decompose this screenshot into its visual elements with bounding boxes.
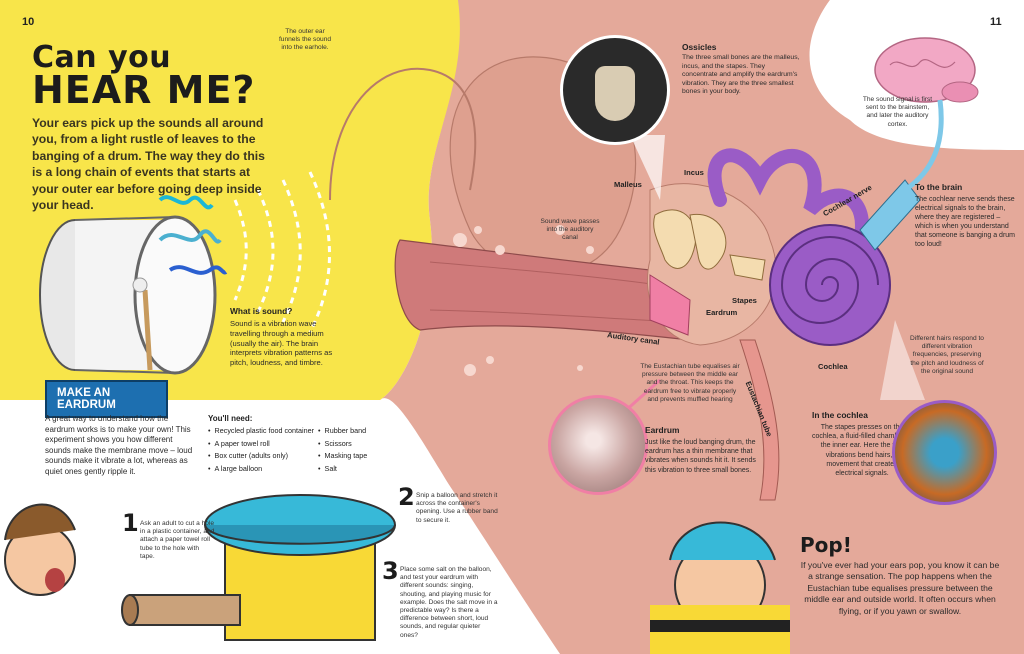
label-eardrum: Eardrum: [706, 308, 738, 317]
sound-wave-callout: Sound wave passes into the auditory cana…: [540, 218, 600, 242]
experiment-intro: A great way to understand how the eardru…: [45, 414, 193, 476]
ingredient-item: Masking tape: [318, 450, 378, 463]
ingredient-item: Box cutter (adults only): [208, 450, 318, 463]
label-malleus: Malleus: [614, 180, 642, 189]
what-is-sound-heading: What is sound?: [230, 306, 293, 316]
page-number-right: 11: [990, 16, 1002, 28]
cochlea-spiral: [769, 224, 891, 346]
outer-ear-callout: The outer ear funnels the sound into the…: [278, 28, 332, 52]
page-title-line2: HEAR ME?: [32, 68, 256, 112]
ossicles-heading: Ossicles: [682, 42, 717, 52]
ingredient-item: A paper towel roll: [208, 438, 318, 451]
ingredient-item: Salt: [318, 463, 378, 476]
ingredient-item: A large balloon: [208, 463, 318, 476]
eardrum-body: Just like the loud banging drum, the ear…: [645, 439, 756, 474]
in-the-cochlea-heading: In the cochlea: [812, 410, 868, 420]
label-cochlea: Cochlea: [818, 362, 848, 371]
eardrum-heading: Eardrum: [645, 425, 680, 435]
in-the-cochlea-body: The stapes presses on the cochlea, a flu…: [812, 424, 912, 478]
ossicle-bone-shape: [595, 66, 635, 121]
to-the-brain-box: To the brain The cochlear nerve sends th…: [915, 182, 1015, 249]
eardrum-photo: [548, 395, 648, 495]
hairs-callout: Different hairs respond to different vib…: [910, 335, 984, 375]
label-stapes: Stapes: [732, 296, 757, 305]
brain-illustration: [874, 37, 979, 103]
ossicles-photo: [560, 35, 670, 145]
what-is-sound-box: What is sound? Sound is a vibration wave…: [230, 306, 338, 368]
page-title-line1: Can you: [32, 40, 172, 75]
you-need-heading: You'll need:: [208, 414, 253, 423]
ossicles-box: Ossicles The three small bones are the m…: [682, 42, 802, 97]
step-3-number: 3: [382, 557, 399, 585]
step-2-text: Snip a balloon and stretch it across the…: [416, 492, 498, 524]
drum-photo: [39, 215, 217, 375]
page-number-left: 10: [22, 16, 35, 28]
eustachian-tube: [739, 339, 780, 501]
ingredients-list-2: Rubber band Scissors Masking tape Salt: [318, 425, 378, 475]
incus-bone: [689, 214, 727, 270]
ingredient-item: Recycled plastic food container: [208, 425, 318, 438]
child-shouting-illustration: [4, 503, 76, 596]
step-1-text: Ask an adult to cut a hole in a plastic …: [140, 520, 215, 560]
child-ear-pop-illustration: [650, 521, 790, 654]
label-incus: Incus: [684, 168, 704, 177]
experiment-container: [121, 494, 396, 641]
to-the-brain-heading: To the brain: [915, 182, 963, 192]
cochlear-nerve: [859, 179, 921, 251]
eustachian-callout: The Eustachian tube equalises air pressu…: [640, 363, 740, 403]
ossicles-body: The three small bones are the malleus, i…: [682, 54, 800, 96]
eardrum-box: Eardrum Just like the loud banging drum,…: [645, 425, 760, 475]
make-an-eardrum-banner: MAKE AN EARDRUM: [45, 380, 168, 418]
ingredient-item: Rubber band: [318, 425, 378, 438]
step-3-text: Place some salt on the balloon, and test…: [400, 566, 498, 639]
semicircular-canals: [707, 148, 869, 247]
in-the-cochlea-box: In the cochlea The stapes presses on the…: [812, 410, 912, 478]
to-the-brain-body: The cochlear nerve sends these electrica…: [915, 196, 1016, 248]
ingredients-list-1: Recycled plastic food container A paper …: [208, 425, 318, 475]
ingredient-item: Scissors: [318, 438, 378, 451]
eardrum-membrane: [649, 274, 691, 336]
step-2-number: 2: [398, 483, 415, 511]
pop-body: If you've ever had your ears pop, you kn…: [800, 560, 1000, 616]
stapes-bone: [729, 254, 766, 281]
what-is-sound-body: Sound is a vibration wave travelling thr…: [230, 319, 333, 368]
malleus-bone: [653, 209, 697, 269]
intro-paragraph: Your ears pick up the sounds all around …: [32, 116, 265, 213]
step-1-number: 1: [122, 509, 139, 537]
you-need-box: You'll need: Recycled plastic food conta…: [208, 414, 367, 473]
cochlea-hair-photo: [892, 400, 997, 505]
pop-heading: Pop!: [800, 533, 852, 557]
brain-signal-callout: The sound signal is first sent to the br…: [862, 96, 933, 128]
